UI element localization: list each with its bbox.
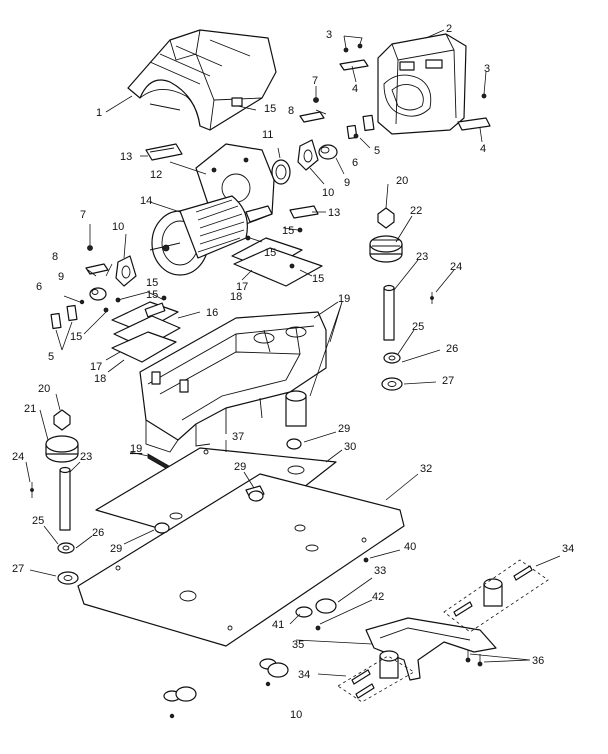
label-15: 15 bbox=[264, 247, 276, 259]
field-housing bbox=[377, 33, 467, 135]
nut-29-top bbox=[286, 438, 302, 450]
label-13: 13 bbox=[328, 207, 340, 219]
label-3: 3 bbox=[484, 63, 490, 75]
brush-holder-clips bbox=[339, 35, 491, 131]
label-24: 24 bbox=[450, 261, 462, 273]
label-29: 29 bbox=[110, 543, 122, 555]
brush-cap-upper bbox=[297, 139, 319, 171]
label-15: 15 bbox=[146, 289, 158, 301]
label-7: 7 bbox=[312, 75, 318, 87]
label-29: 29 bbox=[234, 461, 246, 473]
label-9: 9 bbox=[58, 271, 64, 283]
label-29: 29 bbox=[338, 423, 350, 435]
label-30: 30 bbox=[344, 441, 356, 453]
label-7: 7 bbox=[80, 209, 86, 221]
label-15: 15 bbox=[312, 273, 324, 285]
label-24: 24 bbox=[12, 451, 24, 463]
label-18: 18 bbox=[94, 373, 106, 385]
label-3: 3 bbox=[326, 29, 332, 41]
label-6: 6 bbox=[36, 281, 42, 293]
label-4: 4 bbox=[480, 143, 486, 155]
leader-lines bbox=[25, 29, 561, 677]
insulator-plate-left bbox=[103, 295, 181, 363]
label-18: 18 bbox=[230, 291, 242, 303]
label-20: 20 bbox=[38, 383, 50, 395]
hardware-left bbox=[50, 224, 137, 330]
insulator-plate-right bbox=[231, 227, 323, 287]
label-25: 25 bbox=[32, 515, 44, 527]
label-8: 8 bbox=[288, 105, 294, 117]
label-34: 34 bbox=[298, 669, 310, 681]
label-19: 19 bbox=[338, 293, 350, 305]
label-41: 41 bbox=[272, 619, 284, 631]
label-35: 35 bbox=[292, 639, 304, 651]
label-22: 22 bbox=[410, 205, 422, 217]
label-10: 10 bbox=[322, 187, 334, 199]
bushings-bottom bbox=[163, 658, 289, 719]
label-8: 8 bbox=[52, 251, 58, 263]
label-40: 40 bbox=[404, 541, 416, 553]
carbon-brush-13-right bbox=[289, 205, 319, 219]
label-20: 20 bbox=[396, 175, 408, 187]
label-1: 1 bbox=[96, 107, 102, 119]
screws-36 bbox=[465, 650, 483, 667]
label-10: 10 bbox=[290, 709, 302, 721]
label-6: 6 bbox=[352, 157, 358, 169]
label-15: 15 bbox=[146, 277, 158, 289]
label-5: 5 bbox=[374, 145, 380, 157]
label-14: 14 bbox=[140, 195, 152, 207]
bearing-upper bbox=[318, 144, 338, 160]
label-42: 42 bbox=[372, 591, 384, 603]
foot-34-right bbox=[443, 559, 549, 633]
label-15: 15 bbox=[70, 331, 82, 343]
nut-29-left bbox=[154, 522, 170, 534]
label-27: 27 bbox=[12, 563, 24, 575]
label-36: 36 bbox=[532, 655, 544, 667]
screw-and-clip-upper bbox=[299, 86, 325, 123]
carbon-brush-13-left bbox=[145, 143, 183, 161]
label-10: 10 bbox=[112, 221, 124, 233]
label-5: 5 bbox=[48, 351, 54, 363]
label-13: 13 bbox=[120, 151, 132, 163]
brushes-upper bbox=[346, 114, 375, 140]
post-19-right bbox=[285, 390, 307, 427]
label-23: 23 bbox=[416, 251, 428, 263]
label-15: 15 bbox=[264, 103, 276, 115]
label-2: 2 bbox=[446, 23, 452, 35]
label-17: 17 bbox=[236, 281, 248, 293]
label-26: 26 bbox=[446, 343, 458, 355]
label-12: 12 bbox=[150, 169, 162, 181]
label-33: 33 bbox=[374, 565, 386, 577]
label-11: 11 bbox=[262, 129, 273, 141]
label-16: 16 bbox=[206, 307, 218, 319]
label-17: 17 bbox=[90, 361, 102, 373]
gear-train-left bbox=[30, 409, 79, 585]
label-19: 19 bbox=[130, 443, 142, 455]
mounting-bracket-35 bbox=[365, 617, 497, 681]
gear-train-right bbox=[369, 207, 434, 391]
washer-11 bbox=[271, 159, 291, 185]
label-32: 32 bbox=[420, 463, 432, 475]
label-15: 15 bbox=[282, 225, 294, 237]
label-26: 26 bbox=[92, 527, 104, 539]
armature-14 bbox=[149, 195, 273, 276]
label-4: 4 bbox=[352, 83, 358, 95]
label-34: 34 bbox=[562, 543, 574, 555]
nut-29-mid bbox=[248, 490, 264, 502]
label-21: 21 bbox=[24, 403, 36, 415]
label-23: 23 bbox=[80, 451, 92, 463]
motor-cover bbox=[127, 29, 277, 131]
callout-labels: 1 2 3 3 4 4 5 5 6 6 7 7 8 8 9 9 10 10 11… bbox=[12, 23, 574, 721]
label-27: 27 bbox=[442, 375, 454, 387]
label-37: 37 bbox=[232, 431, 244, 443]
foot-34-left bbox=[337, 650, 415, 703]
label-25: 25 bbox=[412, 321, 424, 333]
label-9: 9 bbox=[344, 177, 350, 189]
